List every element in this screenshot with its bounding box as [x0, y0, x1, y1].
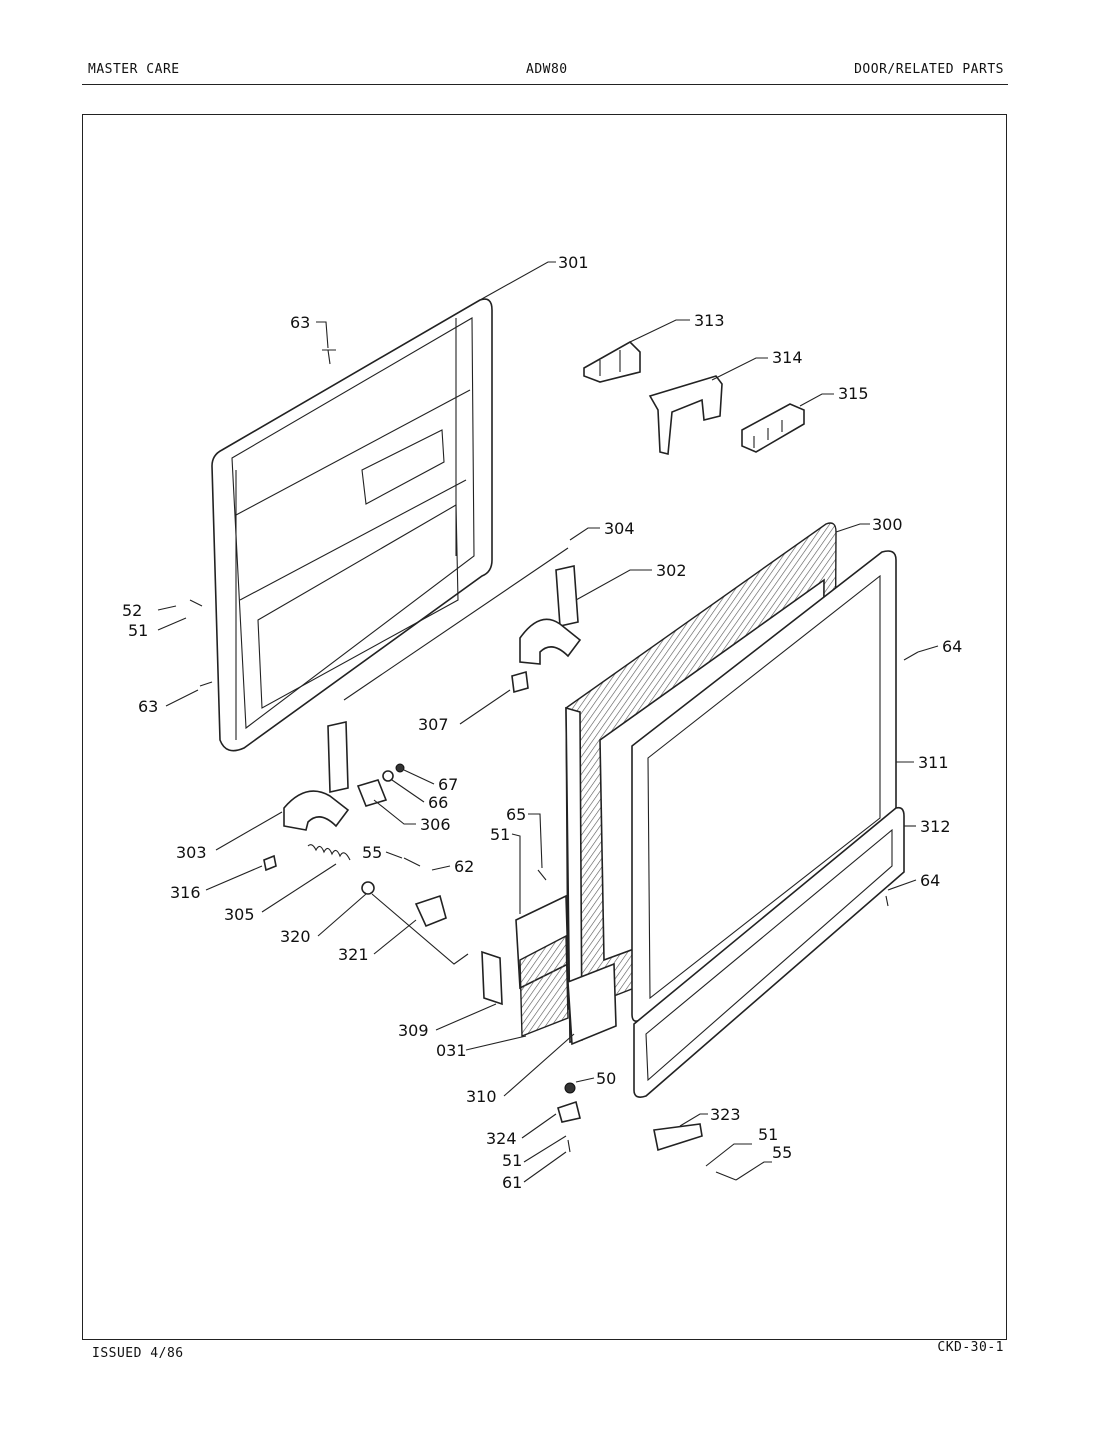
callout-323: 323 [710, 1105, 741, 1124]
inner-door-part [211, 298, 493, 752]
callout-65: 65 [506, 805, 526, 824]
spring-part [307, 844, 351, 861]
callout-300: 300 [872, 515, 903, 534]
diagram-frame [82, 114, 1007, 1340]
callout-307: 307 [418, 715, 449, 734]
cable-part [371, 893, 469, 965]
control-panel-assembly [481, 894, 617, 1046]
toe-panel-part [633, 806, 905, 1098]
trim-strip-part [653, 1123, 703, 1152]
callout-leaders [157, 261, 939, 1183]
callout-311: 311 [918, 753, 949, 772]
callout-55: 55 [362, 843, 382, 862]
callout-63: 63 [138, 697, 158, 716]
callout-316: 316 [170, 883, 201, 902]
header-rule [82, 84, 1008, 85]
screw-icon [715, 1171, 737, 1181]
callout-031: 031 [436, 1041, 467, 1060]
grommet-part [564, 1082, 576, 1094]
callout-64: 64 [920, 871, 940, 890]
callout-55: 55 [772, 1143, 792, 1162]
door-rod [343, 547, 569, 701]
issued-label: ISSUED 4/86 [92, 1346, 184, 1361]
callout-303: 303 [176, 843, 207, 862]
latch-part [583, 341, 641, 383]
callout-51: 51 [502, 1151, 522, 1170]
callout-301: 301 [558, 253, 589, 272]
screw-icon [189, 599, 203, 607]
pulley-part [361, 881, 375, 895]
section-title: DOOR/RELATED PARTS [854, 62, 1004, 77]
switch-part [741, 403, 805, 453]
brand-label: MASTER CARE [88, 62, 180, 77]
callout-306: 306 [420, 815, 451, 834]
hinge-left-part [283, 721, 350, 831]
hinge-right-part [519, 565, 582, 665]
callout-302: 302 [656, 561, 687, 580]
pin-part [263, 854, 277, 872]
callout-305: 305 [224, 905, 255, 924]
callout-61: 61 [502, 1173, 522, 1192]
callout-312: 312 [920, 817, 951, 836]
callout-67: 67 [438, 775, 458, 794]
callout-51: 51 [128, 621, 148, 640]
screw-icon [537, 869, 547, 881]
bracket-part [648, 375, 723, 456]
callout-51: 51 [490, 825, 510, 844]
callout-320: 320 [280, 927, 311, 946]
washer-part [382, 770, 394, 782]
screw-icon [403, 857, 421, 867]
callout-314: 314 [772, 348, 803, 367]
callout-309: 309 [398, 1021, 429, 1040]
screw-icon [322, 349, 336, 365]
clip-part [511, 670, 529, 694]
callout-63: 63 [290, 313, 310, 332]
lever-part [414, 894, 447, 928]
callout-66: 66 [428, 793, 448, 812]
callout-315: 315 [838, 384, 869, 403]
callout-304: 304 [604, 519, 635, 538]
bumper-part [557, 1100, 581, 1123]
callout-310: 310 [466, 1087, 497, 1106]
callout-50: 50 [596, 1069, 616, 1088]
nut-part [395, 763, 405, 773]
callout-321: 321 [338, 945, 369, 964]
screw-icon [199, 681, 213, 687]
screw-icon [885, 895, 889, 907]
cam-part [356, 779, 388, 807]
screw-icon [567, 1139, 571, 1153]
callout-52: 52 [122, 601, 142, 620]
callout-62: 62 [454, 857, 474, 876]
callout-313: 313 [694, 311, 725, 330]
model-label: ADW80 [526, 62, 568, 77]
callout-324: 324 [486, 1129, 517, 1148]
page-code: CKD-30-1 [937, 1340, 1004, 1355]
callout-64: 64 [942, 637, 962, 656]
screw-icon [903, 651, 919, 661]
callout-51: 51 [758, 1125, 778, 1144]
